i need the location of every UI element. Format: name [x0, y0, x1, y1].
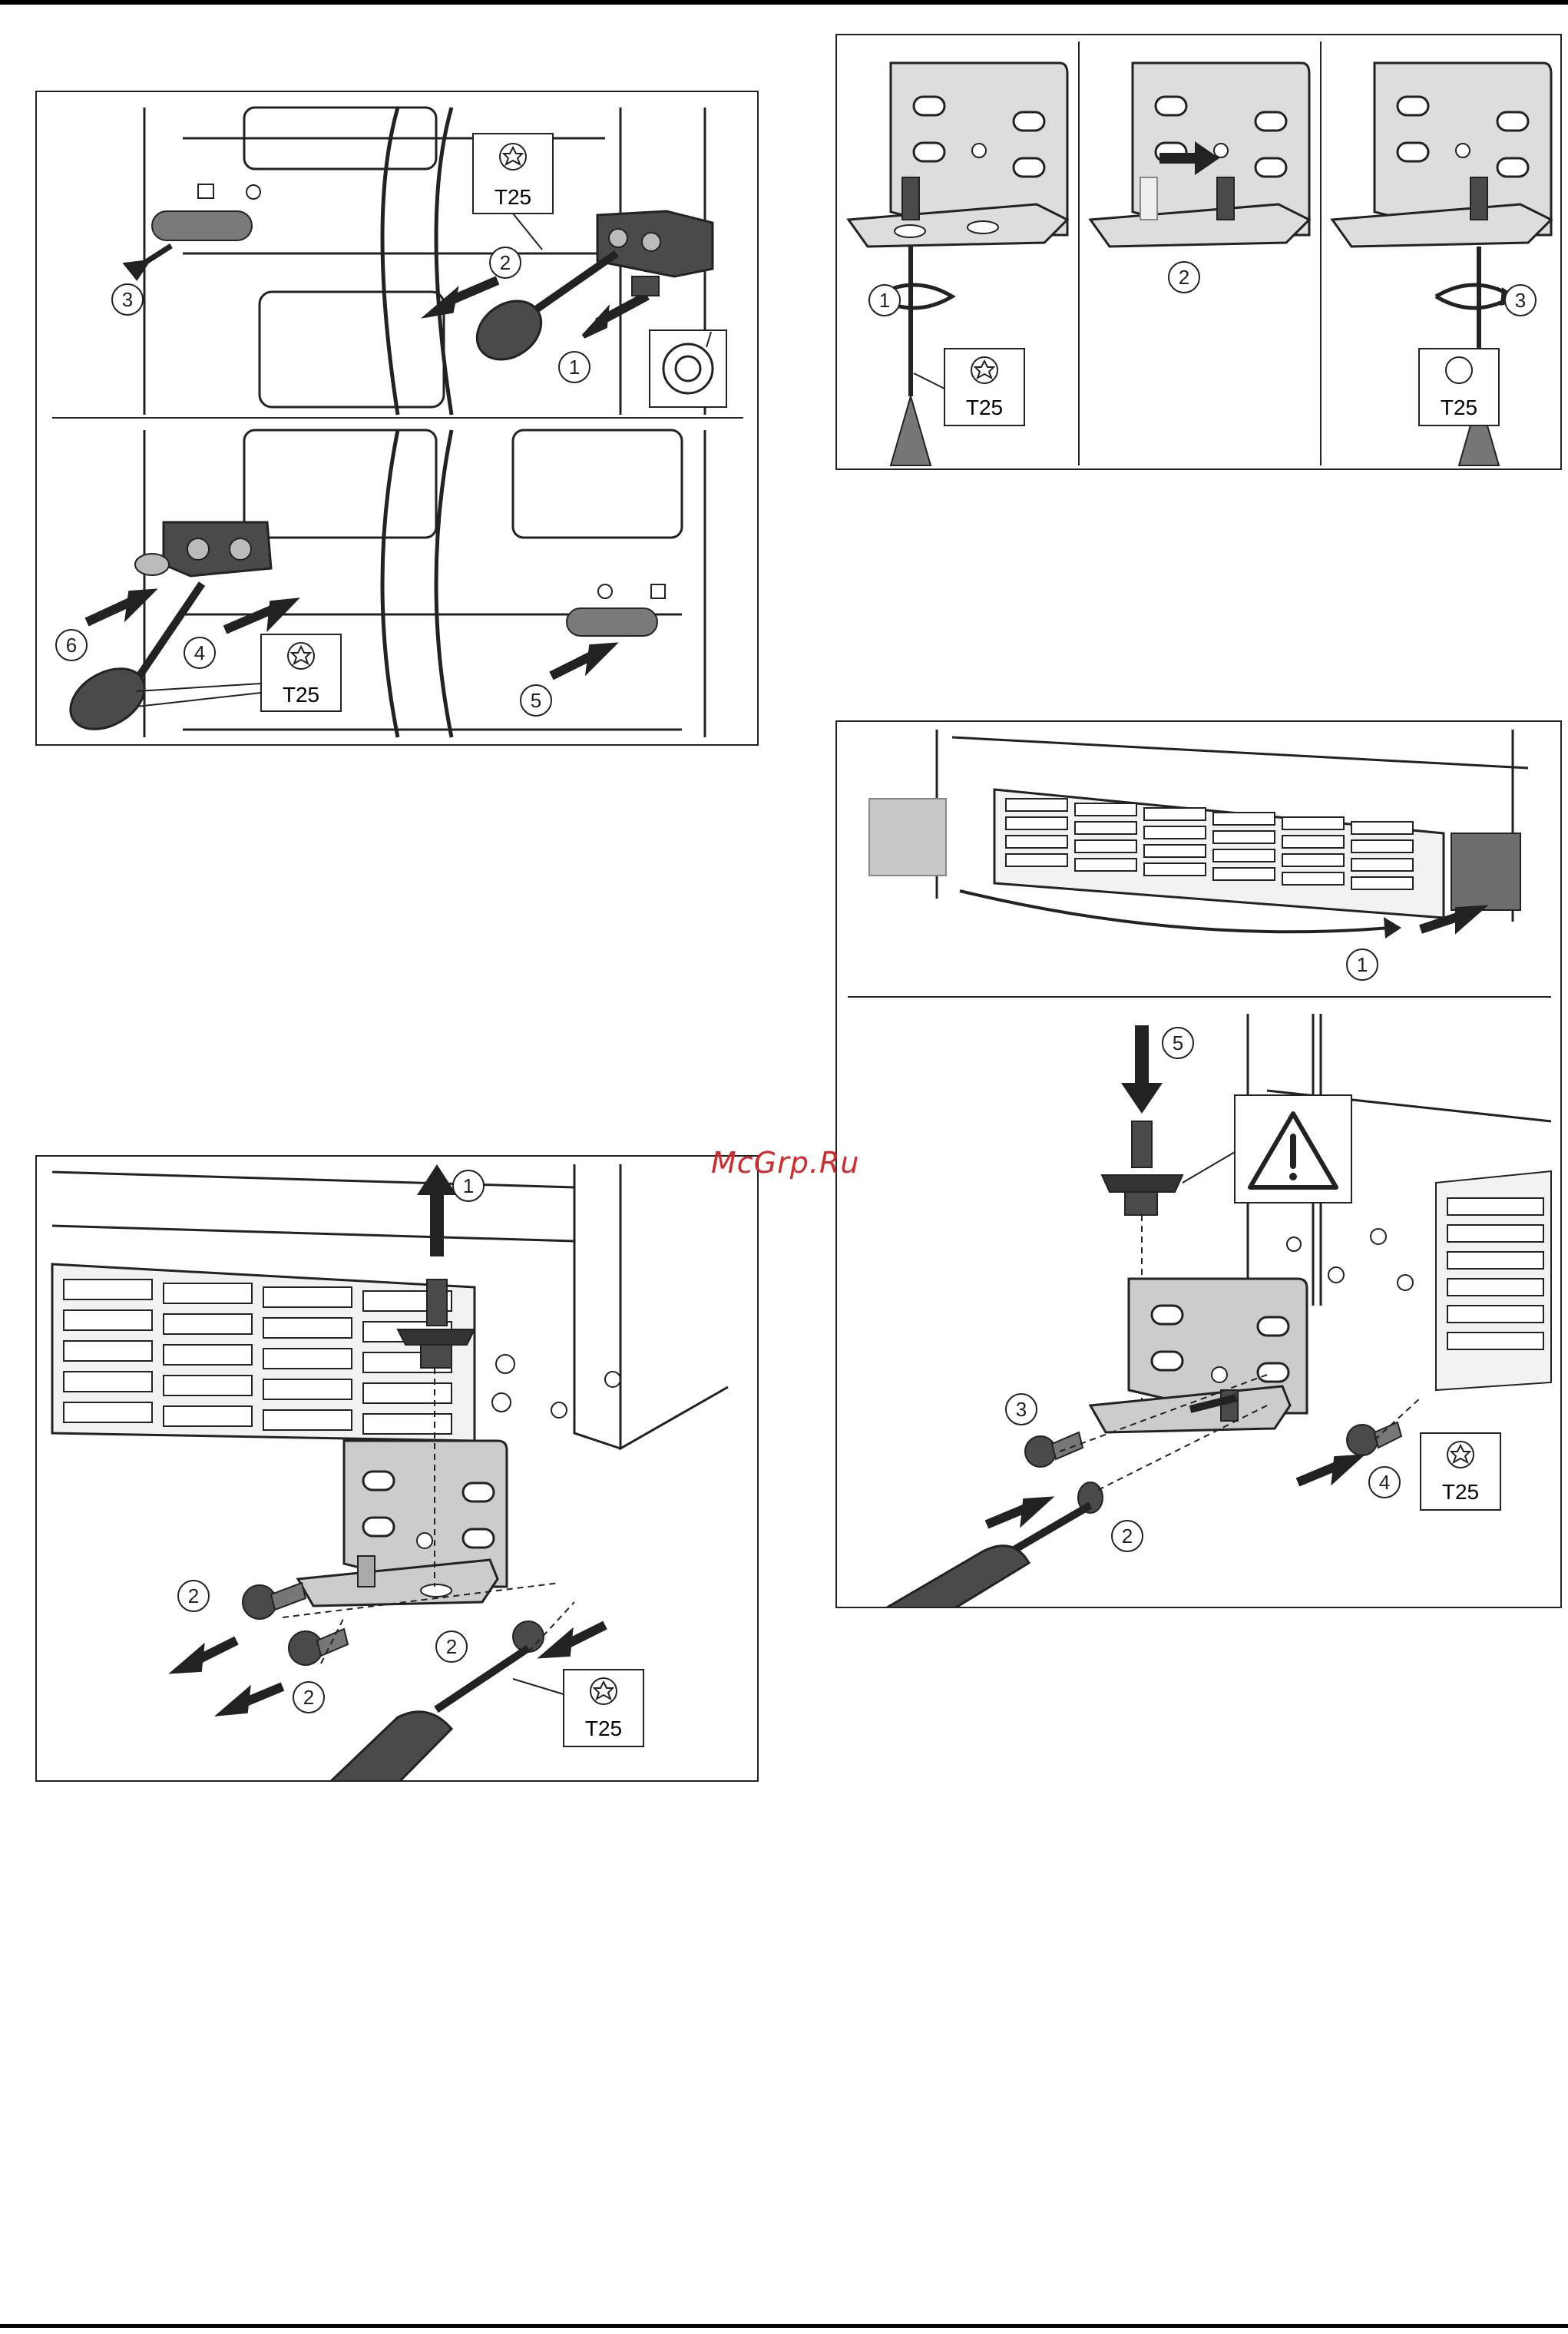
callout-2: 2	[1112, 1521, 1143, 1551]
tool-label-t25: T25	[283, 683, 319, 707]
figure-door-cover-swap: T25 T25 3	[35, 91, 759, 746]
svg-text:2: 2	[500, 251, 511, 274]
torx-label-upper: T25	[473, 134, 553, 214]
tool-label-t25: T25	[1442, 1480, 1479, 1504]
svg-text:2: 2	[1122, 1525, 1133, 1548]
callout-5: 5	[521, 685, 551, 716]
figure-install-hinge-art: T25 1 5 3 2 4	[837, 722, 1562, 1608]
figure-door-cover-swap-art: T25 T25 3	[37, 92, 759, 746]
svg-text:2: 2	[303, 1686, 314, 1709]
warning-triangle-icon	[1183, 1095, 1351, 1203]
hinge-bracket	[1090, 1279, 1307, 1432]
callout-2: 2	[436, 1631, 467, 1662]
screw-right	[1347, 1425, 1378, 1455]
callout-3: 3	[112, 284, 143, 315]
hinge-pin	[1102, 1121, 1183, 1215]
callout-1: 1	[869, 285, 900, 316]
figure-remove-bottom-hinge: T25 1 2 2 2	[35, 1155, 759, 1782]
callout-3: 3	[1505, 285, 1536, 316]
callout-6: 6	[56, 630, 87, 660]
tool-label-t25: T25	[966, 396, 1003, 419]
svg-text:5: 5	[531, 689, 541, 712]
callout-2: 2	[178, 1581, 209, 1611]
ventilation-grille	[52, 1264, 475, 1441]
svg-text:5: 5	[1173, 1031, 1183, 1054]
svg-text:3: 3	[1515, 289, 1526, 312]
cover-installed	[1451, 833, 1520, 910]
screw-left	[1025, 1436, 1056, 1467]
svg-text:3: 3	[1016, 1398, 1027, 1421]
screw-right	[513, 1621, 544, 1652]
screw-left	[243, 1583, 306, 1619]
figure-remove-bottom-hinge-art: T25 1 2 2 2	[37, 1157, 759, 1782]
top-rule	[0, 0, 1568, 5]
hinge-bracket-step-2	[1090, 63, 1309, 247]
bottom-rule	[0, 2324, 1568, 2328]
figure-install-hinge: T25 1 5 3 2 4	[835, 720, 1562, 1608]
torx-label-step-1: T25	[914, 349, 1024, 425]
callout-2: 2	[293, 1682, 324, 1713]
svg-text:1: 1	[1357, 953, 1368, 976]
screw-middle	[289, 1629, 348, 1665]
callout-2: 2	[1169, 262, 1199, 293]
torx-label: T25	[513, 1670, 643, 1746]
callout-1: 1	[453, 1170, 484, 1201]
svg-text:3: 3	[122, 288, 133, 311]
svg-text:1: 1	[879, 289, 890, 312]
watermark: McGrp.Ru	[711, 1146, 859, 1180]
hinge-bracket	[298, 1441, 507, 1606]
tool-label-t25: T25	[585, 1717, 622, 1740]
torx-label-lower: T25	[261, 634, 341, 711]
cover-removed	[869, 799, 946, 876]
svg-text:1: 1	[569, 356, 580, 379]
callout-5: 5	[1163, 1028, 1193, 1058]
tool-label-t25: T25	[495, 185, 531, 209]
svg-text:4: 4	[1379, 1471, 1390, 1494]
callout-4: 4	[184, 637, 215, 668]
callout-1: 1	[559, 352, 590, 382]
figure-hinge-pin-rotation-art: T25 T25 1 2 3	[837, 35, 1562, 470]
torx-label: T25	[1421, 1433, 1500, 1510]
svg-text:2: 2	[1179, 266, 1189, 289]
ventilation-grille	[994, 790, 1444, 918]
callout-3: 3	[1006, 1394, 1037, 1425]
torx-label-step-3: T25	[1419, 349, 1499, 425]
svg-text:1: 1	[463, 1174, 474, 1197]
svg-text:2: 2	[446, 1635, 457, 1658]
figure-hinge-pin-rotation: T25 T25 1 2 3	[835, 34, 1562, 470]
svg-text:4: 4	[194, 641, 205, 664]
callout-4: 4	[1369, 1467, 1400, 1498]
svg-text:6: 6	[66, 634, 77, 657]
callout-2: 2	[490, 247, 521, 278]
tool-label-t25: T25	[1441, 396, 1477, 419]
callout-1: 1	[1347, 949, 1378, 980]
svg-text:2: 2	[188, 1584, 199, 1607]
